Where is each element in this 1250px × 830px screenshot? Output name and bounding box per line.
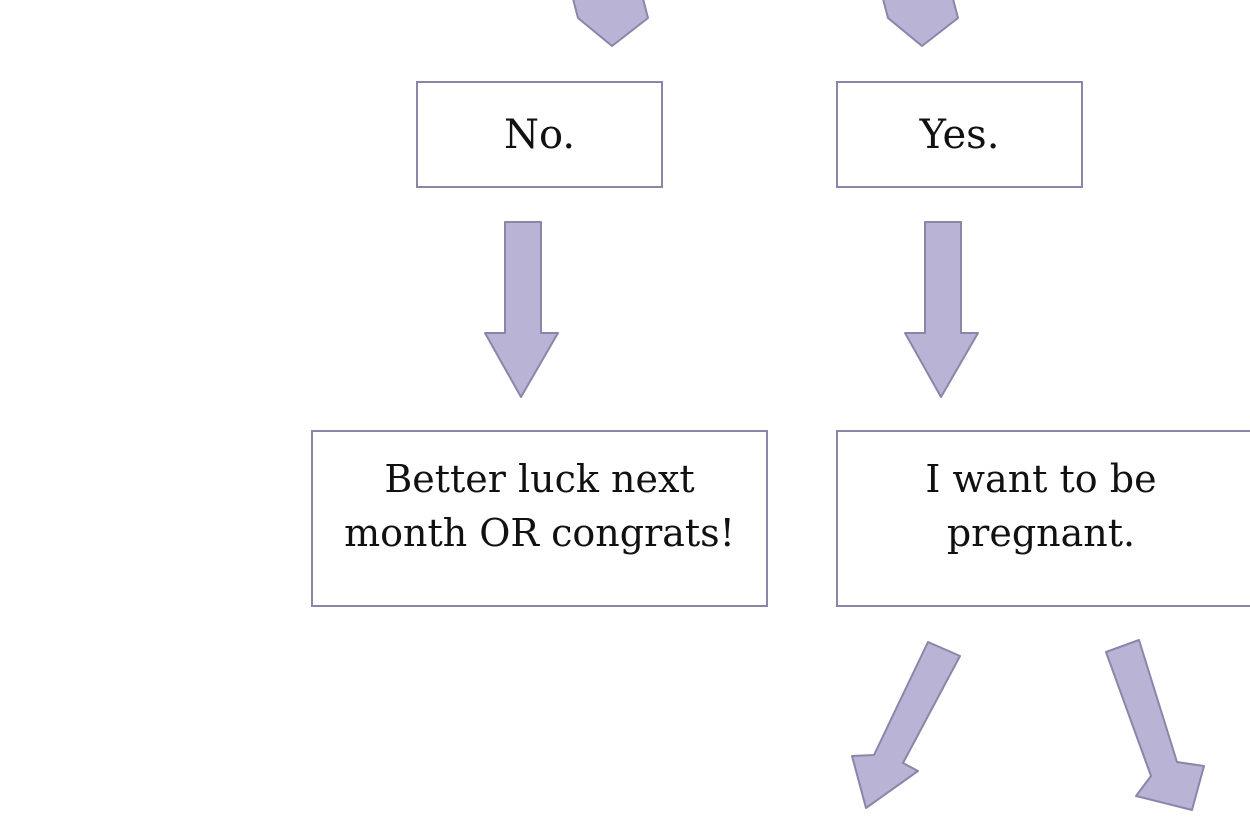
arrow-into-no: [572, 0, 649, 47]
arrow-into-yes: [882, 0, 959, 47]
arrow-pregnant-right-branch: [1105, 639, 1205, 811]
node-no: No.: [416, 81, 663, 188]
node-yes: Yes.: [836, 81, 1083, 188]
node-want-pregnant: I want to be pregnant.: [836, 430, 1250, 607]
node-yes-label: Yes.: [919, 111, 1000, 158]
node-better-luck: Better luck next month OR congrats!: [311, 430, 768, 607]
arrow-no-to-better-luck: [484, 221, 559, 398]
node-no-label: No.: [503, 111, 576, 158]
node-better-luck-label: Better luck next month OR congrats!: [344, 457, 735, 555]
node-want-pregnant-label: I want to be pregnant.: [925, 457, 1157, 555]
arrow-yes-to-want-pregnant: [904, 221, 979, 398]
arrow-pregnant-left-branch: [851, 641, 961, 809]
